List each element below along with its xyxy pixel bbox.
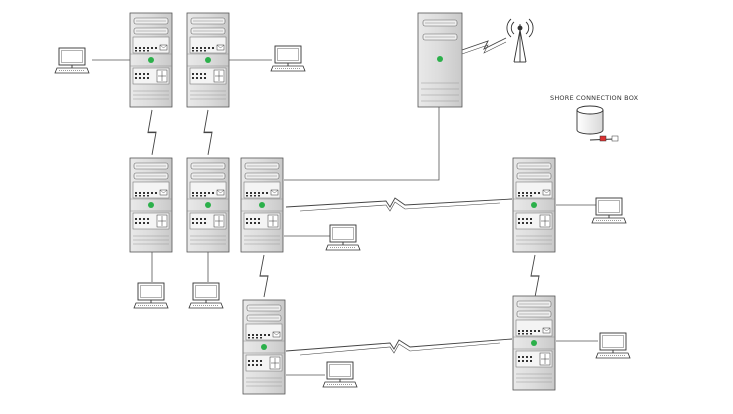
workstation-top-right[interactable]: [270, 45, 306, 72]
workstation-top-left[interactable]: [54, 47, 90, 74]
wireless-link-main-right1: [285, 197, 513, 212]
server-a2[interactable]: [186, 12, 230, 108]
server-b1[interactable]: [129, 157, 173, 253]
server-b2[interactable]: [186, 157, 230, 253]
server-main[interactable]: [417, 12, 463, 108]
workstation-b3[interactable]: [325, 224, 361, 251]
wireless-link-antenna: [461, 37, 507, 55]
wireless-link-b3-bottomleft: [259, 254, 269, 298]
workstation-bottom-left[interactable]: [322, 361, 358, 388]
cable-plug-icon: [589, 135, 619, 142]
server-b3[interactable]: [240, 157, 284, 253]
cylinder-database-icon[interactable]: [576, 105, 604, 135]
workstation-b2[interactable]: [188, 282, 224, 309]
wireless-link-bottomleft-right2: [285, 338, 513, 356]
workstation-b1[interactable]: [133, 282, 169, 309]
radio-antenna-icon[interactable]: [506, 18, 534, 63]
connection-lines: [92, 59, 598, 376]
workstation-right-2[interactable]: [595, 332, 631, 359]
server-a1[interactable]: [129, 12, 173, 108]
wireless-link-right1-right2: [530, 254, 540, 298]
server-bottom-left[interactable]: [242, 299, 286, 395]
shore-connection-box-label: SHORE CONNECTION BOX: [550, 94, 639, 102]
server-right-1[interactable]: [512, 157, 556, 253]
workstation-right-1[interactable]: [591, 197, 627, 224]
server-right-2[interactable]: [512, 295, 556, 391]
wireless-link-a1-b1: [147, 109, 157, 156]
wireless-link-a2-b2: [203, 109, 213, 156]
